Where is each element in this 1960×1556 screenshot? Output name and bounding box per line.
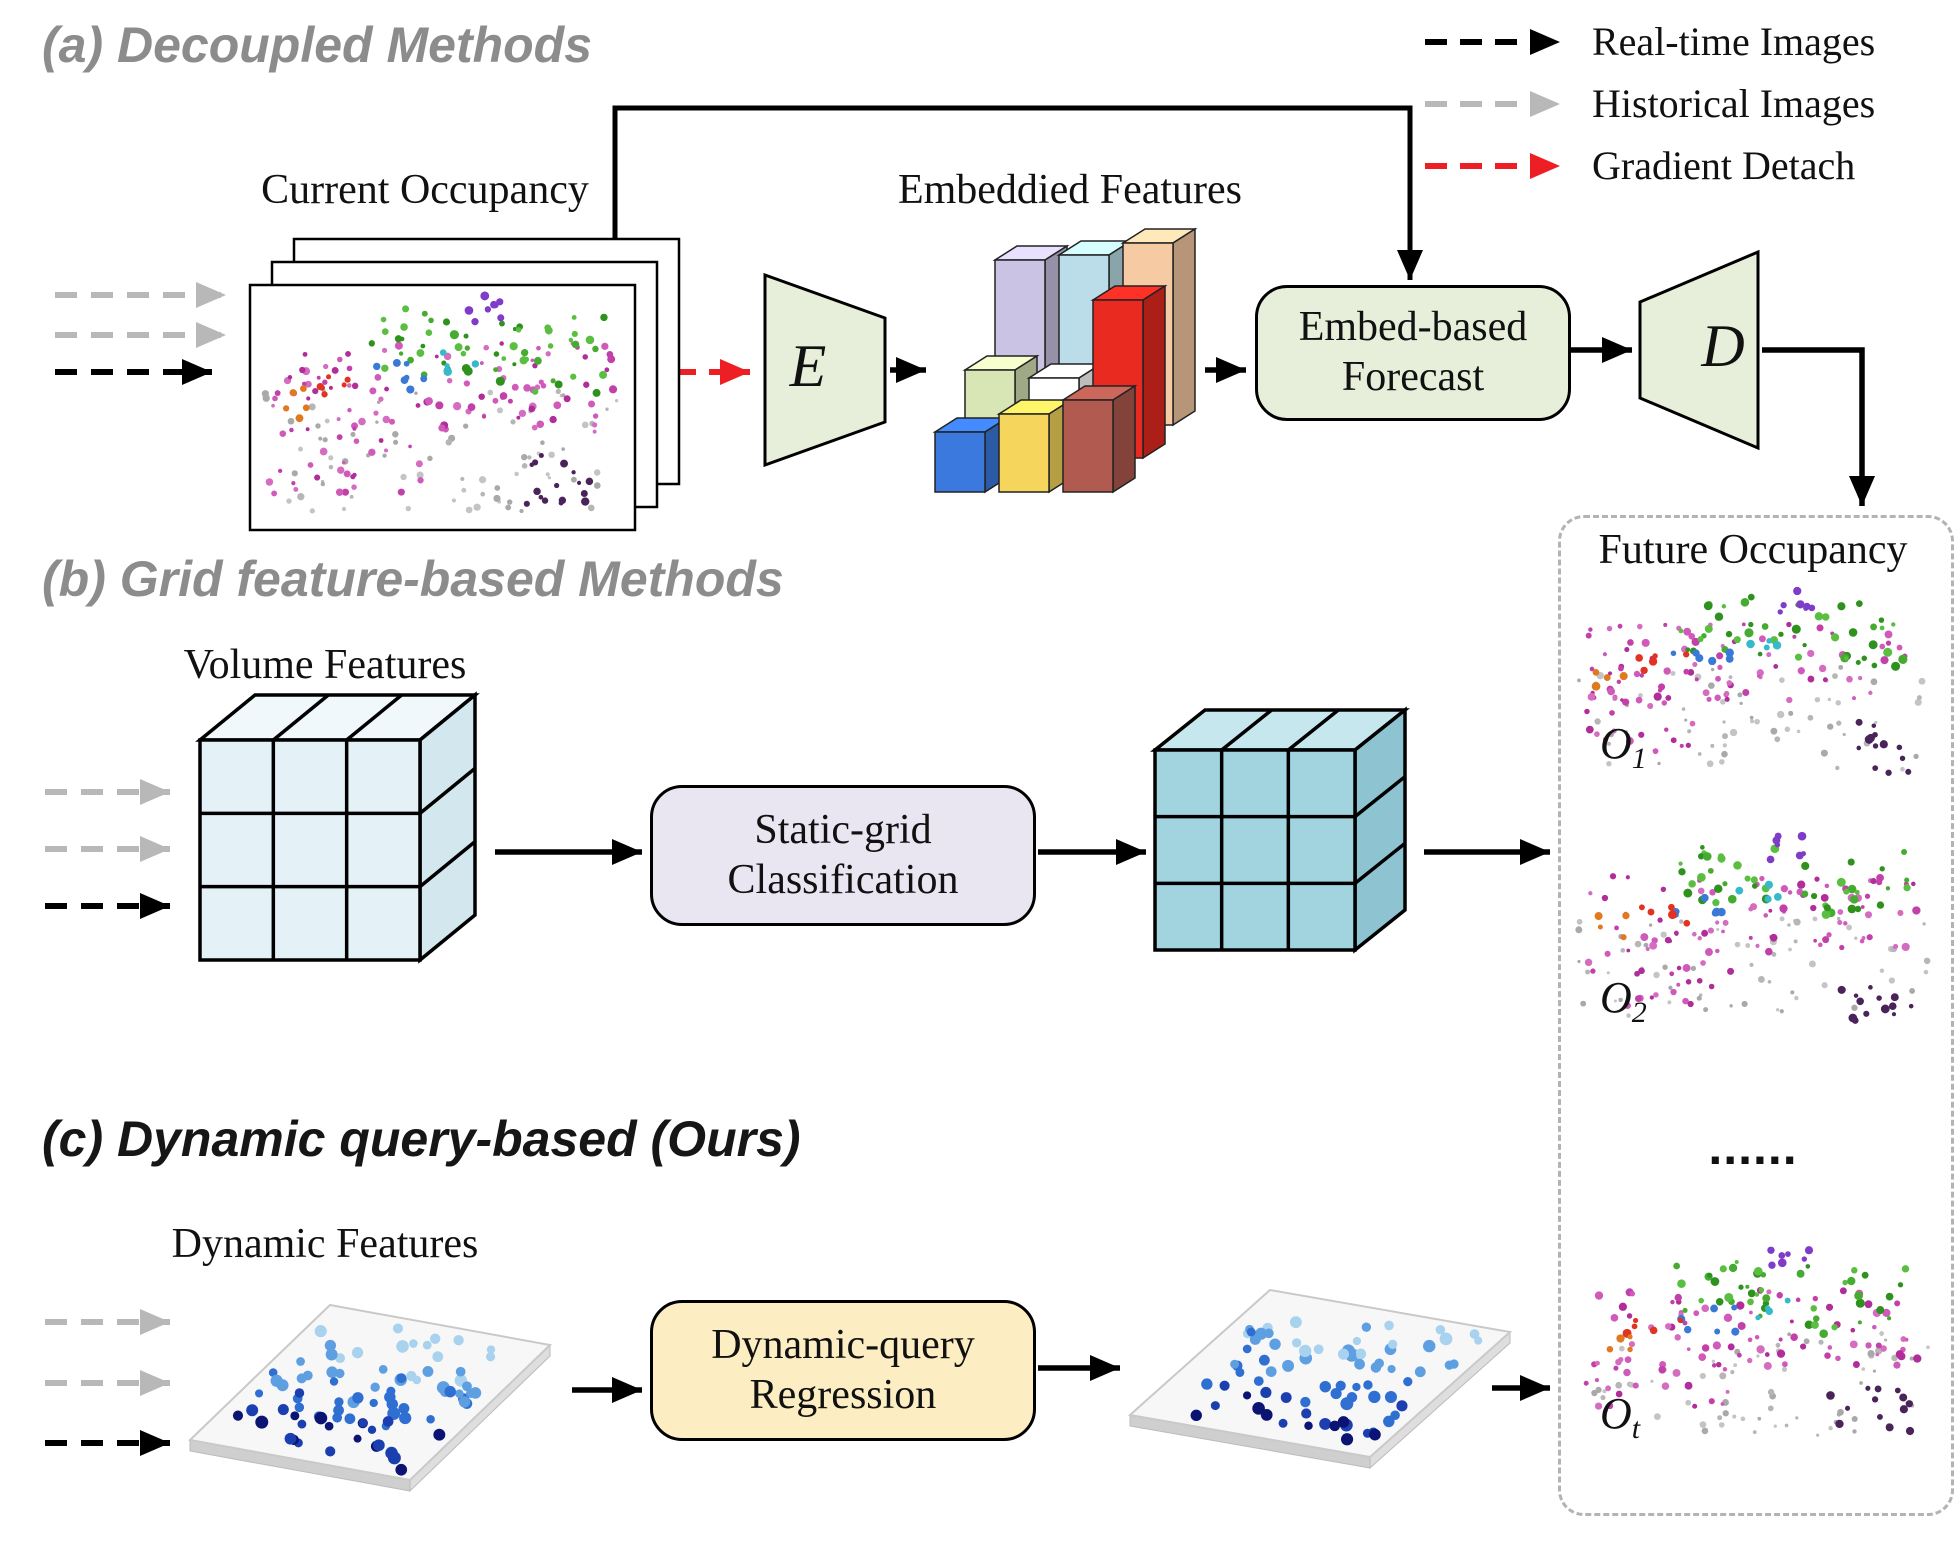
dynamic-query-regression-box: Dynamic-query Regression [650, 1300, 1036, 1441]
encoder-trapezoid [763, 272, 887, 468]
embed-based-forecast-box: Embed-based Forecast [1255, 285, 1571, 421]
decoder-letter: D [1701, 313, 1745, 379]
volume-features-label: Volume Features [183, 642, 467, 688]
output-label-ot: Ot [1600, 1388, 1640, 1446]
section-b-title: (b) Grid feature-based Methods [42, 551, 784, 607]
output-label-o1: O1 [1600, 718, 1647, 776]
legend-label-realtime: Real-time Images [1592, 19, 1876, 64]
o1-base: O [1600, 719, 1632, 768]
ot-base: O [1600, 1389, 1632, 1438]
dynamic-features-label: Dynamic Features [171, 1221, 479, 1267]
a-feedback-arrow [612, 105, 1423, 280]
regressed-queries-plane [1127, 1288, 1513, 1470]
o2-sub: 2 [1631, 995, 1647, 1029]
ellipsis-label: ...... [1708, 1119, 1798, 1175]
dynamic-features-plane [187, 1303, 553, 1493]
classified-grid-cube [1150, 706, 1410, 954]
static-grid-classification-box: Static-grid Classification [650, 785, 1036, 926]
encoder-letter: E [789, 333, 827, 399]
current-occupancy-label: Current Occupancy [261, 167, 589, 213]
future-occupancy-thumbnail-2 [1575, 831, 1931, 1024]
future-occupancy-title: Future Occupancy [1598, 527, 1908, 573]
section-a-title: (a) Decoupled Methods [42, 17, 593, 73]
section-c-title: (c) Dynamic query-based (Ours) [42, 1111, 801, 1167]
embedded-feature-bars [932, 227, 1198, 494]
embedded-features-label: Embeddied Features [897, 167, 1243, 213]
decoder-trapezoid [1638, 249, 1760, 451]
future-occupancy-thumbnail-t [1583, 1246, 1930, 1437]
o2-base: O [1600, 973, 1632, 1022]
future-occupancy-thumbnail-1 [1577, 586, 1926, 776]
legend-label-gradient-detach: Gradient Detach [1592, 143, 1856, 188]
output-label-o2: O2 [1600, 972, 1647, 1030]
legend-label-historical: Historical Images [1592, 81, 1876, 126]
volume-features-cube [195, 691, 480, 964]
a-decoder-to-output-arrow [1762, 347, 1875, 506]
current-occupancy-scene [261, 291, 619, 514]
ot-sub: t [1631, 1411, 1641, 1445]
o1-sub: 1 [1631, 741, 1647, 775]
